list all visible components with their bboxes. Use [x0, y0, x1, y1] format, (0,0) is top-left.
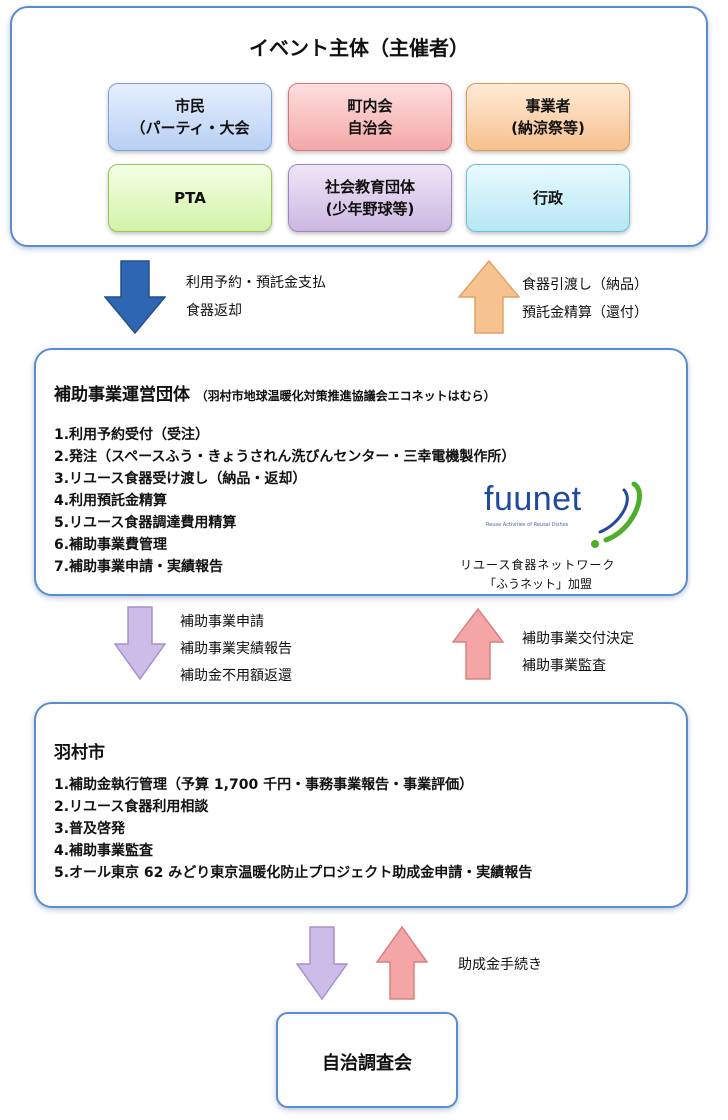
- flow1-up-label-1: 食器引渡し（納品）: [522, 277, 648, 293]
- flow2-down-label-3: 補助金不用額返還: [180, 668, 292, 684]
- role-businesses: 事業者 (納涼祭等): [466, 83, 630, 151]
- role-social-education-label: 社会教育団体: [324, 177, 415, 196]
- fuunet-caption-1: リユース食器ネットワーク: [460, 558, 616, 572]
- arrow-up-red-2: [376, 926, 428, 1000]
- fuunet-caption-2: 「ふうネット」加盟: [484, 577, 593, 591]
- role-neighborhood-label: 町内会: [347, 96, 393, 115]
- fuunet-logo: fuunet Reuse Activities of Reusal Dishes: [484, 478, 654, 552]
- role-neighborhood-sub: 自治会: [347, 119, 393, 137]
- operating-organization-box: 補助事業運営団体 （羽村市地球温暖化対策推進協議会エコネットはむら） 1.利用予…: [34, 348, 688, 596]
- flow2-up-label-1: 補助事業交付決定: [522, 631, 634, 647]
- role-pta-label: PTA: [174, 188, 206, 207]
- role-social-education-sub: (少年野球等): [325, 200, 415, 218]
- city-task-list: 1.補助金執行管理（予算 1,700 千円・事務事業報告・事業評価） 2.リユー…: [54, 774, 532, 884]
- organization-task-item: 3.リユース食器受け渡し（納品・返却）: [54, 471, 307, 487]
- city-task-item: 1.補助金執行管理（予算 1,700 千円・事務事業報告・事業評価）: [54, 777, 474, 793]
- flow1-up-label-2: 預託金精算（還付）: [522, 305, 648, 321]
- organization-task-item: 5.リユース食器調達費用精算: [54, 515, 237, 531]
- fuunet-swoosh-icon: [591, 481, 642, 548]
- organization-subtitle: （羽村市地球温暖化対策推進協議会エコネットはむら）: [195, 389, 496, 403]
- city-task-item: 2.リユース食器利用相談: [54, 799, 209, 815]
- council-title: 自治調査会: [322, 1053, 412, 1074]
- hamura-city-box: 羽村市 1.補助金執行管理（予算 1,700 千円・事務事業報告・事業評価） 2…: [34, 702, 688, 908]
- flow2-down-label-1: 補助事業申請: [180, 614, 264, 630]
- organization-task-item: 6.補助事業費管理: [54, 537, 168, 553]
- organization-task-item: 2.発注（スペースふう・きょうされん洗びんセンター・三幸電機製作所）: [54, 449, 516, 465]
- city-task-item: 3.普及啓発: [54, 821, 126, 837]
- flow2-down-label-2: 補助事業実績報告: [180, 641, 292, 657]
- event-organizer-title: イベント主体（主催者）: [249, 36, 469, 60]
- role-social-education-group: 社会教育団体 (少年野球等): [288, 164, 452, 232]
- arrow-down-purple-2: [296, 926, 348, 1000]
- arrow-up-red: [452, 608, 504, 680]
- city-task-item: 5.オール東京 62 みどり東京温暖化防止プロジェクト助成金申請・実績報告: [54, 865, 533, 881]
- role-pta: PTA: [108, 164, 272, 232]
- organization-task-list: 1.利用予約受付（受注） 2.発注（スペースふう・きょうされん洗びんセンター・三…: [54, 424, 515, 578]
- flow1-down-label-1: 利用予約・預託金支払: [186, 275, 326, 291]
- organization-title-row: 補助事業運営団体 （羽村市地球温暖化対策推進協議会エコネットはむら）: [54, 380, 496, 405]
- organization-task-item: 4.利用預託金精算: [54, 493, 168, 509]
- role-citizens-sub: （パーティ・大会: [130, 119, 250, 137]
- role-neighborhood-association: 町内会 自治会: [288, 83, 452, 151]
- flow3-label: 助成金手続き: [458, 957, 542, 973]
- fuunet-logo-tagline: Reuse Activities of Reusal Dishes: [486, 522, 569, 528]
- fuunet-logo-text: fuunet: [484, 480, 582, 518]
- organization-task-item: 1.利用予約受付（受注）: [54, 427, 210, 443]
- event-organizer-box: イベント主体（主催者） 市民 （パーティ・大会 町内会 自治会 事業者 (納涼祭…: [10, 6, 708, 247]
- flow1-down-label-2: 食器返却: [186, 303, 242, 319]
- arrow-down-purple: [114, 606, 166, 680]
- role-government: 行政: [466, 164, 630, 232]
- arrow-down-blue: [104, 260, 166, 334]
- role-citizens: 市民 （パーティ・大会: [108, 83, 272, 151]
- council-box: 自治調査会: [276, 1012, 458, 1108]
- city-title: 羽村市: [54, 743, 105, 763]
- role-government-label: 行政: [532, 188, 563, 207]
- organization-title: 補助事業運営団体: [54, 385, 190, 405]
- arrow-up-orange: [458, 260, 520, 334]
- role-businesses-sub: (納涼祭等): [511, 119, 585, 137]
- flow2-up-label-2: 補助事業監査: [522, 658, 606, 674]
- role-citizens-label: 市民: [174, 96, 205, 115]
- organization-task-item: 7.補助事業申請・実績報告: [54, 559, 224, 575]
- role-businesses-label: 事業者: [525, 96, 571, 115]
- city-task-item: 4.補助事業監査: [54, 843, 154, 859]
